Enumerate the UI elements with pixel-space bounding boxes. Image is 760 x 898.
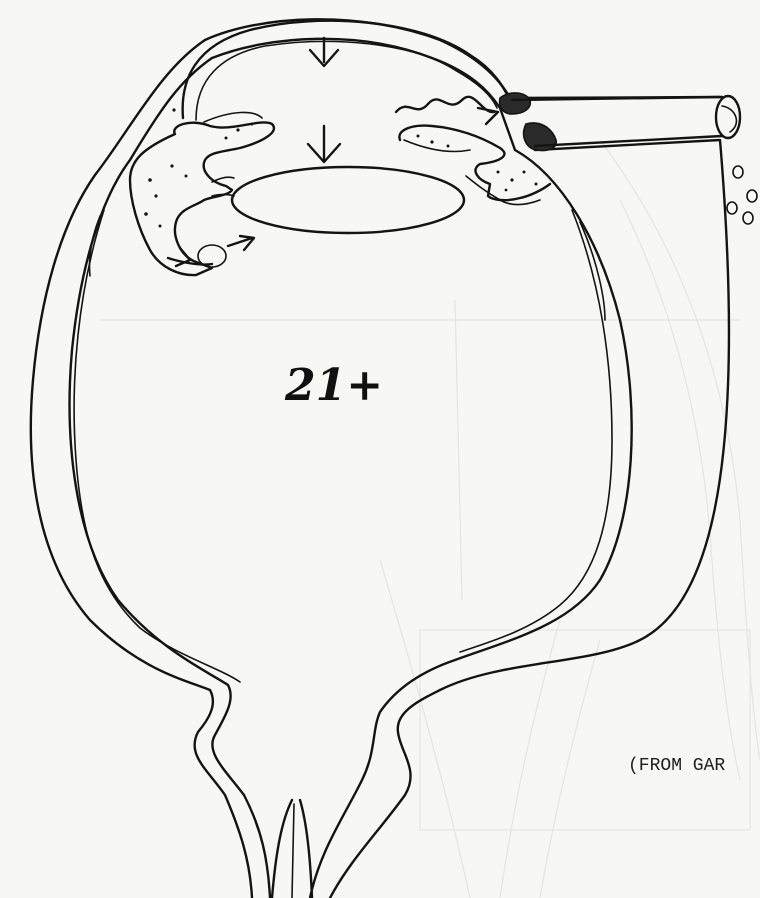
- flow-arrow-middle: [308, 126, 340, 162]
- ciliary-body-left: [130, 122, 274, 275]
- inner-wall-left: [70, 58, 270, 898]
- outer-wall-left: [31, 40, 252, 898]
- outflow-tube-end: [722, 106, 736, 132]
- retina-right: [460, 210, 612, 652]
- cornea-inner: [196, 41, 497, 120]
- retina-left: [74, 210, 240, 682]
- wavy-flow-arrow: [396, 97, 498, 124]
- ciliary-process-left: [212, 177, 234, 196]
- iris-right-inner: [404, 140, 470, 152]
- center-label: 21+: [284, 360, 383, 411]
- source-caption: (FROM GAR: [628, 756, 725, 776]
- lens: [232, 167, 464, 233]
- inner-wall-right: [212, 39, 632, 898]
- canal-of-schlemm: [500, 93, 531, 114]
- optic-nerve-center: [292, 804, 294, 898]
- outflow-droplets: [727, 166, 757, 224]
- iris-left-inner: [204, 112, 262, 122]
- optic-nerve-right: [300, 800, 312, 898]
- cornea: [183, 21, 510, 118]
- optic-nerve-left: [272, 800, 292, 898]
